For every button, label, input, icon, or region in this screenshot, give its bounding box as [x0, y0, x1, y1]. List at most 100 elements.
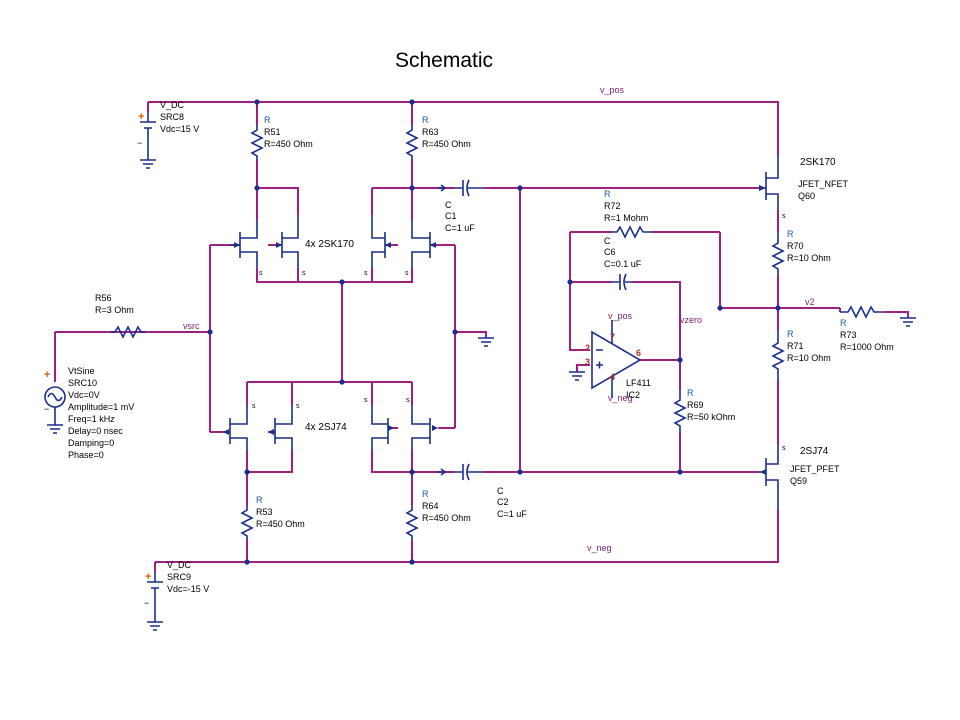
svg-text:R: R — [256, 495, 263, 505]
svg-text:LF411: LF411 — [626, 378, 651, 388]
svg-text:VtSine: VtSine — [68, 366, 95, 376]
svg-text:s: s — [296, 403, 300, 410]
svg-text:R=1 Mohm: R=1 Mohm — [604, 213, 648, 223]
arrow-icon — [438, 468, 447, 476]
resistor-icon — [771, 232, 785, 275]
svg-text:R: R — [787, 229, 794, 239]
resistor-r70[interactable] — [771, 232, 785, 275]
opamp-ic2[interactable] — [591, 320, 642, 398]
svg-text:v_neg: v_neg — [608, 393, 633, 403]
wire-v-neg-rail — [155, 510, 779, 563]
svg-text:Amplitude=1 mV: Amplitude=1 mV — [68, 402, 134, 412]
battery-src9[interactable]: + − — [144, 571, 163, 631]
svg-text:R=450 Ohm: R=450 Ohm — [264, 139, 313, 149]
net-label-v-pos: v_pos — [600, 85, 625, 95]
svg-text:s: s — [364, 270, 368, 277]
svg-text:R63: R63 — [422, 127, 439, 137]
resistor-r69[interactable] — [673, 390, 687, 432]
resistor-r53[interactable] — [240, 505, 254, 540]
svg-text:R=450 Ohm: R=450 Ohm — [422, 139, 471, 149]
jfet-icon — [411, 220, 431, 268]
ground-icon — [569, 371, 585, 381]
junction-dot — [409, 99, 415, 105]
svg-text:s: s — [406, 397, 410, 404]
svg-text:R=10 Ohm: R=10 Ohm — [787, 353, 831, 363]
svg-text:R71: R71 — [787, 341, 804, 351]
svg-text:Vdc=15 V: Vdc=15 V — [160, 124, 199, 134]
svg-text:−: − — [137, 138, 142, 148]
junction-dot — [677, 469, 683, 475]
junction-dot — [254, 185, 260, 191]
resistor-r64[interactable] — [405, 505, 419, 540]
junction-dot — [567, 279, 573, 285]
resistor-icon — [250, 125, 264, 160]
net-label-vzero: vzero — [680, 315, 702, 325]
battery-icon — [140, 112, 156, 169]
svg-text:s: s — [252, 403, 256, 410]
svg-text:Damping=0: Damping=0 — [68, 438, 114, 448]
jfet-array-top[interactable]: s s s s — [230, 215, 436, 277]
junction-dot — [517, 469, 523, 475]
jfet-icon — [411, 405, 431, 450]
resistor-r63[interactable] — [405, 125, 419, 160]
jfet-array-bottom[interactable]: s s s s — [223, 397, 438, 450]
capacitor-icon — [612, 273, 632, 291]
svg-text:Vdc=-15 V: Vdc=-15 V — [167, 584, 209, 594]
svg-text:+: + — [145, 571, 151, 583]
net-label-vsrc: vsrc — [183, 321, 200, 331]
resistor-r73[interactable] — [840, 305, 885, 319]
svg-text:+: + — [44, 369, 50, 381]
svg-text:IC2: IC2 — [626, 390, 640, 400]
capacitor-c1[interactable] — [438, 179, 484, 197]
battery-src8[interactable]: + − — [137, 111, 156, 169]
resistor-r56[interactable] — [110, 325, 146, 339]
junction-dot — [517, 185, 523, 191]
junction-dot — [409, 185, 415, 191]
capacitor-c2[interactable] — [438, 463, 484, 481]
svg-text:−: − — [44, 404, 49, 414]
svg-text:4x 2SK170: 4x 2SK170 — [305, 239, 354, 250]
svg-text:R73: R73 — [840, 330, 857, 340]
wire-v-pos-rail — [148, 101, 779, 155]
svg-text:JFET_NFET: JFET_NFET — [798, 179, 849, 189]
svg-text:Q60: Q60 — [798, 191, 815, 201]
junction-dot — [775, 305, 781, 311]
jfet-icon — [371, 215, 386, 268]
resistor-icon — [771, 330, 785, 380]
svg-text:s: s — [302, 270, 306, 277]
resistor-icon — [110, 325, 146, 339]
svg-text:SRC10: SRC10 — [68, 378, 97, 388]
svg-text:R=50 kOhm: R=50 kOhm — [687, 412, 735, 422]
svg-text:s: s — [782, 213, 786, 220]
svg-text:SRC9: SRC9 — [167, 572, 191, 582]
resistor-r51[interactable] — [250, 125, 264, 160]
resistor-r71[interactable] — [771, 330, 785, 380]
capacitor-c6[interactable] — [612, 273, 632, 291]
svg-text:R=10 Ohm: R=10 Ohm — [787, 253, 831, 263]
jfet-icon — [760, 445, 779, 510]
resistor-r72[interactable] — [612, 225, 652, 239]
junction-dot — [409, 559, 415, 565]
jfet-q59[interactable]: s — [760, 445, 786, 510]
arrow-icon — [438, 184, 447, 192]
svg-text:+: + — [138, 111, 144, 123]
svg-text:C: C — [604, 236, 611, 246]
resistor-icon — [673, 390, 687, 432]
jfet-icon — [760, 155, 779, 210]
svg-text:4x 2SJ74: 4x 2SJ74 — [305, 422, 347, 433]
svg-text:C: C — [497, 486, 504, 496]
junction-dot — [409, 469, 415, 475]
ground-icon — [900, 317, 916, 327]
svg-text:Phase=0: Phase=0 — [68, 450, 104, 460]
svg-text:R: R — [787, 329, 794, 339]
jfet-q60[interactable]: s — [759, 155, 786, 220]
svg-text:SRC8: SRC8 — [160, 112, 184, 122]
ground-symbols — [478, 317, 916, 381]
svg-text:−: − — [144, 598, 149, 608]
svg-text:v_pos: v_pos — [608, 311, 633, 321]
svg-text:R: R — [264, 115, 271, 125]
resistor-icon — [405, 505, 419, 540]
jfet-icon — [229, 405, 248, 450]
sine-source-src10[interactable]: + − — [44, 369, 66, 434]
svg-text:C2: C2 — [497, 497, 509, 507]
